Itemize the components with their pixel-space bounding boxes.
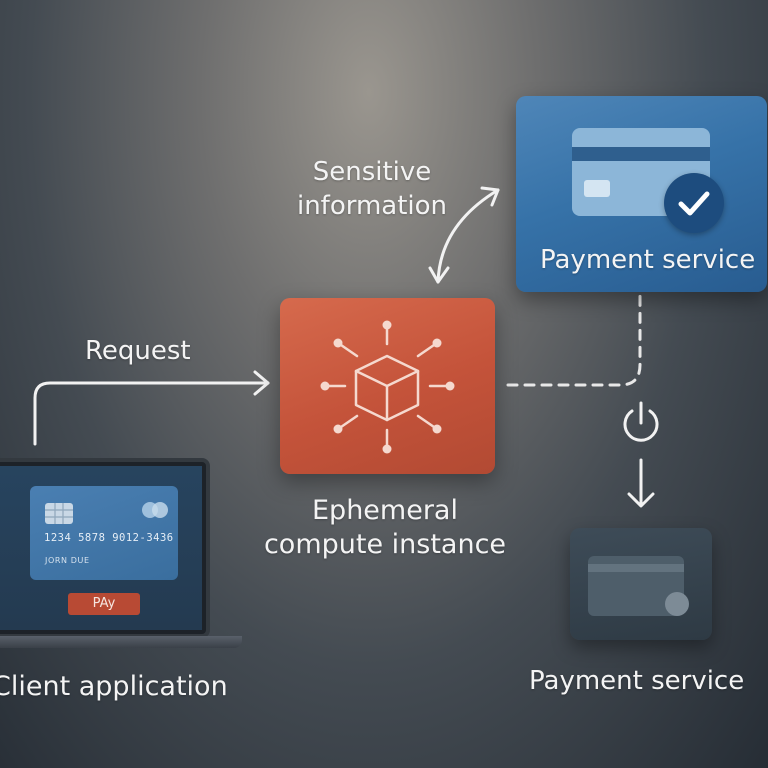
payment-service-label: Payment service [540, 245, 756, 275]
sensitive-arrow-head-bottom [428, 266, 450, 284]
ephemeral-compute-label: Ephemeral compute instance [245, 494, 525, 562]
sensitive-arrow-head-top [480, 186, 500, 207]
card-holder-name: JORN DUE [45, 556, 90, 565]
sensitive-info-arrow [436, 188, 500, 284]
request-arrow-head [253, 370, 270, 396]
ephemeral-compute-box [280, 298, 495, 474]
ephemeral-label-line1: Ephemeral [312, 495, 458, 526]
ephemeral-label-line2: compute instance [263, 529, 507, 560]
pay-button[interactable]: PAy [68, 593, 140, 615]
payment-service-bottom-label: Payment service [529, 666, 745, 696]
down-arrow-icon [627, 458, 655, 508]
dashed-connector [506, 294, 642, 387]
power-icon [623, 401, 659, 442]
check-badge-icon [664, 173, 724, 233]
sensitive-information-label: Sensitive information [282, 155, 462, 223]
card-dot-icon [665, 592, 689, 616]
credit-card [30, 486, 178, 580]
checkmark-icon [678, 191, 710, 216]
request-label: Request [85, 336, 191, 366]
client-application-label: Client application [0, 671, 228, 702]
card-number: 1234 5878 9012-3436 [44, 532, 174, 544]
sensitive-label-line1: Sensitive [312, 157, 432, 187]
card-brand-logo-overlap [152, 502, 168, 518]
laptop-base [0, 636, 242, 648]
sensitive-label-line2: information [296, 191, 448, 221]
payment-card-stripe [572, 147, 710, 161]
credit-card-stripe [588, 564, 684, 572]
request-arrow [33, 381, 270, 446]
card-chip-icon [45, 503, 73, 524]
payment-card-chip [584, 180, 610, 197]
cube-network-icon [320, 320, 455, 454]
